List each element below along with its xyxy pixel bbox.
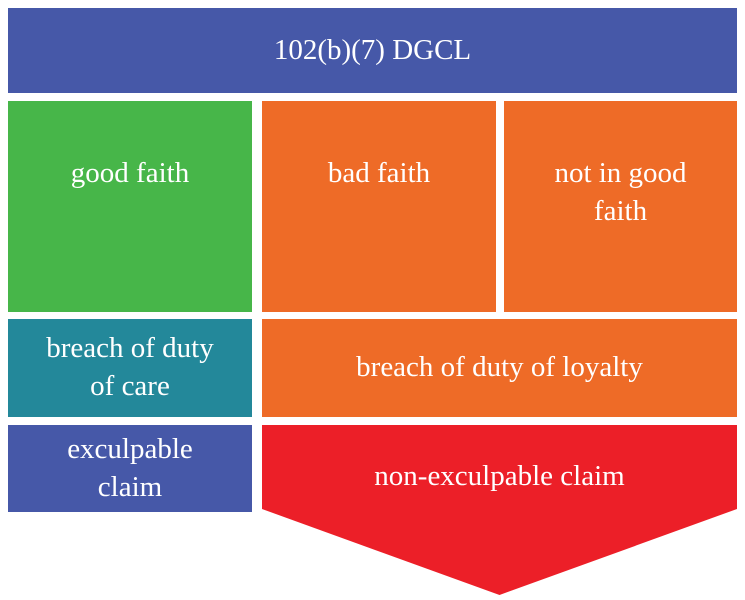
not-in-good-faith-label: not in good faith bbox=[554, 155, 686, 230]
good-faith-label: good faith bbox=[70, 157, 190, 189]
duty-of-loyalty-label: breach of duty of loyalty bbox=[356, 351, 643, 384]
not-in-good-faith-line-2: faith bbox=[593, 194, 648, 227]
not-in-good-faith-box: not in good faith bbox=[504, 101, 737, 312]
exculpable-claim-box: exculpable claim bbox=[8, 425, 252, 512]
duty-of-care-box: breach of duty of care bbox=[8, 319, 252, 417]
bad-faith-label: bad faith bbox=[327, 157, 431, 189]
non-exculpable-claim-arrow: non-exculpable claim bbox=[262, 425, 737, 595]
duty-of-loyalty-box: breach of duty of loyalty bbox=[262, 319, 737, 417]
good-faith-box: good faith bbox=[8, 101, 252, 312]
duty-of-care-label: breach of duty of care bbox=[46, 330, 214, 405]
exculpable-claim-label: exculpable claim bbox=[67, 431, 193, 506]
header-box: 102(b)(7) DGCL bbox=[8, 8, 737, 93]
header-title: 102(b)(7) DGCL bbox=[273, 33, 472, 66]
arrow-polygon bbox=[262, 425, 737, 595]
duty-of-care-line-2: of care bbox=[90, 370, 170, 402]
duty-of-care-line-1: breach of duty bbox=[46, 332, 214, 365]
not-in-good-faith-line-1: not in good bbox=[554, 157, 687, 189]
non-exculpable-claim-label: non-exculpable claim bbox=[374, 460, 625, 492]
exculpable-claim-line-2: claim bbox=[97, 470, 163, 503]
exculpable-claim-line-1: exculpable bbox=[67, 432, 193, 465]
down-arrow-shape bbox=[262, 425, 737, 595]
bad-faith-box: bad faith bbox=[262, 101, 496, 312]
